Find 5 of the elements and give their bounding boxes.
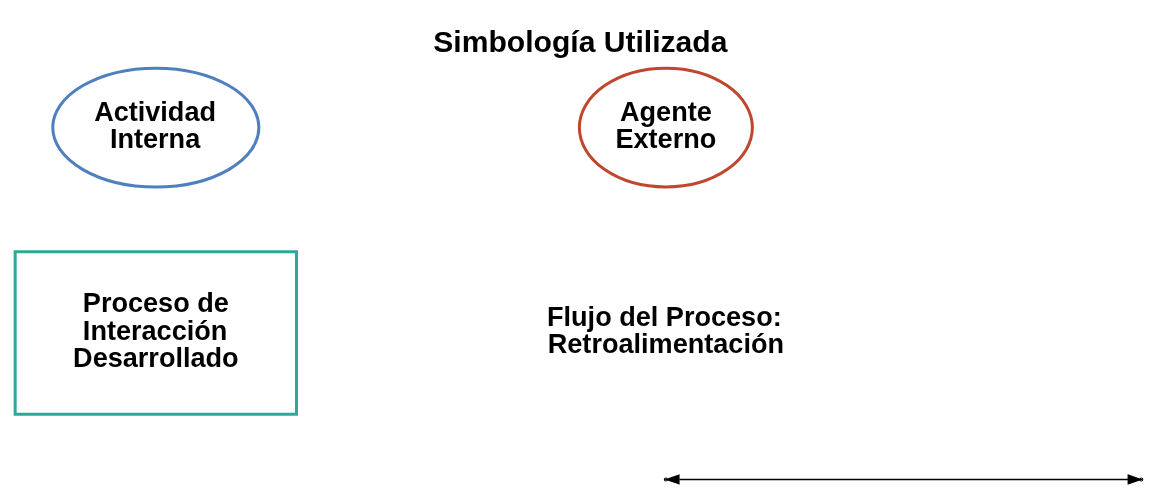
node-ellipse: Agente Externo xyxy=(577,66,754,188)
legend-label: Flujo del Proceso: Retroalimentación xyxy=(547,300,784,359)
node-box: Proceso de Interacción Desarrollado xyxy=(13,249,298,416)
diagram-title: Simbología Utilizada xyxy=(433,24,728,58)
node-ellipse: Actividad Interna xyxy=(51,66,261,188)
